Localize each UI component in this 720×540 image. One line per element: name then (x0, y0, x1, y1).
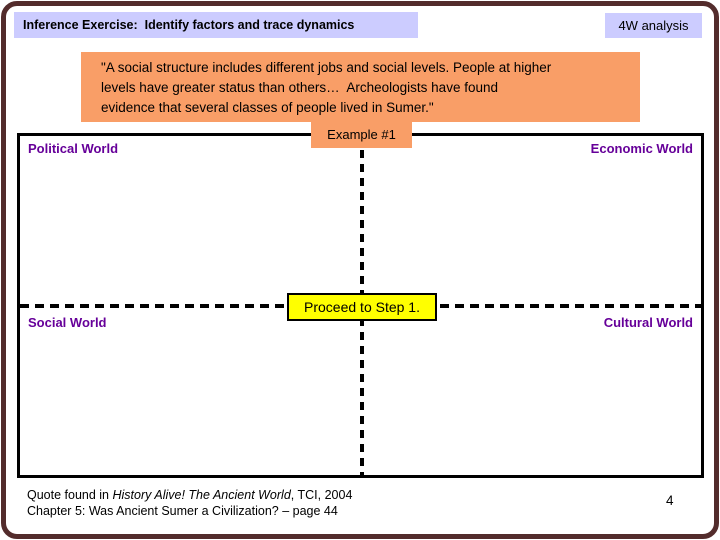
citation-footer: Quote found in History Alive! The Ancien… (27, 488, 352, 519)
page-number: 4 (666, 493, 674, 508)
label-political-world: Political World (28, 141, 119, 156)
quote-line: evidence that several classes of people … (101, 100, 434, 115)
citation-prefix: Quote found in (27, 488, 113, 502)
analysis-type-tag: 4W analysis (605, 13, 702, 38)
quote-box: "A social structure includes different j… (81, 52, 640, 122)
citation-line-2: Chapter 5: Was Ancient Sumer a Civilizat… (27, 503, 338, 518)
label-cultural-world: Cultural World (603, 315, 693, 330)
citation-suffix: , TCI, 2004 (290, 488, 353, 502)
example-badge: Example #1 (311, 122, 412, 148)
label-economic-world: Economic World (590, 141, 693, 156)
citation-line-1: Quote found in History Alive! The Ancien… (27, 488, 352, 504)
citation-book-title: History Alive! The Ancient World (112, 488, 291, 502)
quote-line: levels have greater status than others… … (101, 80, 498, 95)
proceed-button[interactable]: Proceed to Step 1. (287, 293, 437, 321)
quadrant-diagram: Political World Economic World Social Wo… (17, 133, 704, 478)
label-social-world: Social World (28, 315, 107, 330)
quote-line: "A social structure includes different j… (101, 60, 552, 75)
slide-title: Inference Exercise: Identify factors and… (14, 12, 418, 38)
